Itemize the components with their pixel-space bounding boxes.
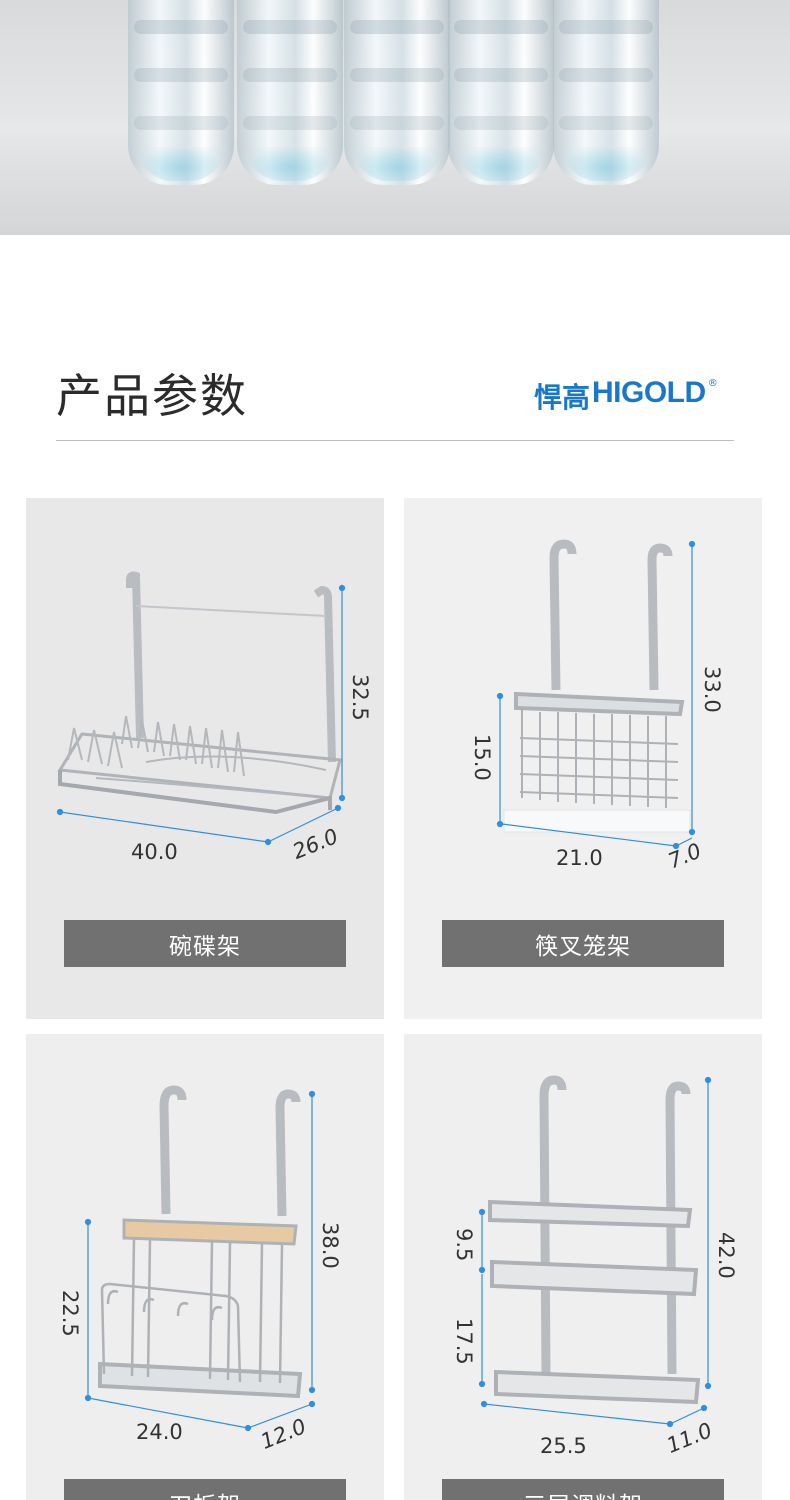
brand-logo-en: HIGOLD <box>592 376 706 409</box>
dimension-gap-top: 9.5 <box>452 1228 476 1262</box>
knife-board-rack-image <box>84 1085 316 1432</box>
product-label[interactable]: 刀板架 <box>64 1479 346 1500</box>
dimension-height: 33.0 <box>700 666 724 713</box>
cutlery-basket-image <box>496 539 696 850</box>
dimension-width: 24.0 <box>136 1420 183 1444</box>
brand-logo[interactable]: 悍高 HIGOLD ® <box>534 376 718 416</box>
dimension-height: 42.0 <box>714 1232 738 1279</box>
brand-logo-cn: 悍高 <box>534 381 591 414</box>
product-card-spice-rack[interactable]: 42.0 9.5 17.5 25.5 11.0 三层调料架 <box>404 1034 762 1500</box>
dimension-height: 32.5 <box>348 674 372 721</box>
dimension-height: 38.0 <box>318 1222 342 1269</box>
product-card-dish-rack[interactable]: 32.5 40.0 26.0 碗碟架 <box>26 498 384 1019</box>
hero-banner-bottles <box>0 0 790 235</box>
product-label[interactable]: 碗碟架 <box>64 920 346 967</box>
section-divider <box>56 440 734 441</box>
water-bottle-image <box>344 0 450 185</box>
dimension-width: 21.0 <box>556 846 603 870</box>
dimension-width: 40.0 <box>131 840 178 864</box>
product-card-knife-board-rack[interactable]: 38.0 22.5 24.0 12.0 刀板架 <box>26 1034 384 1500</box>
product-label[interactable]: 筷叉笼架 <box>442 920 724 967</box>
water-bottle-image <box>128 0 234 185</box>
water-bottle-image <box>448 0 554 185</box>
product-card-cutlery-basket[interactable]: 33.0 15.0 21.0 7.0 筷叉笼架 <box>404 498 762 1019</box>
product-label[interactable]: 三层调料架 <box>442 1479 724 1500</box>
registered-mark: ® <box>707 378 718 389</box>
dish-rack-image <box>56 571 346 846</box>
dimension-basket-height: 15.0 <box>470 734 494 781</box>
dimension-rack-height: 22.5 <box>58 1290 82 1337</box>
water-bottle-image <box>553 0 659 185</box>
dimension-width: 25.5 <box>540 1434 587 1458</box>
dimension-gap-bottom: 17.5 <box>452 1318 476 1365</box>
section-title: 产品参数 <box>56 369 248 423</box>
water-bottle-image <box>237 0 343 185</box>
spice-rack-image <box>478 1075 712 1428</box>
